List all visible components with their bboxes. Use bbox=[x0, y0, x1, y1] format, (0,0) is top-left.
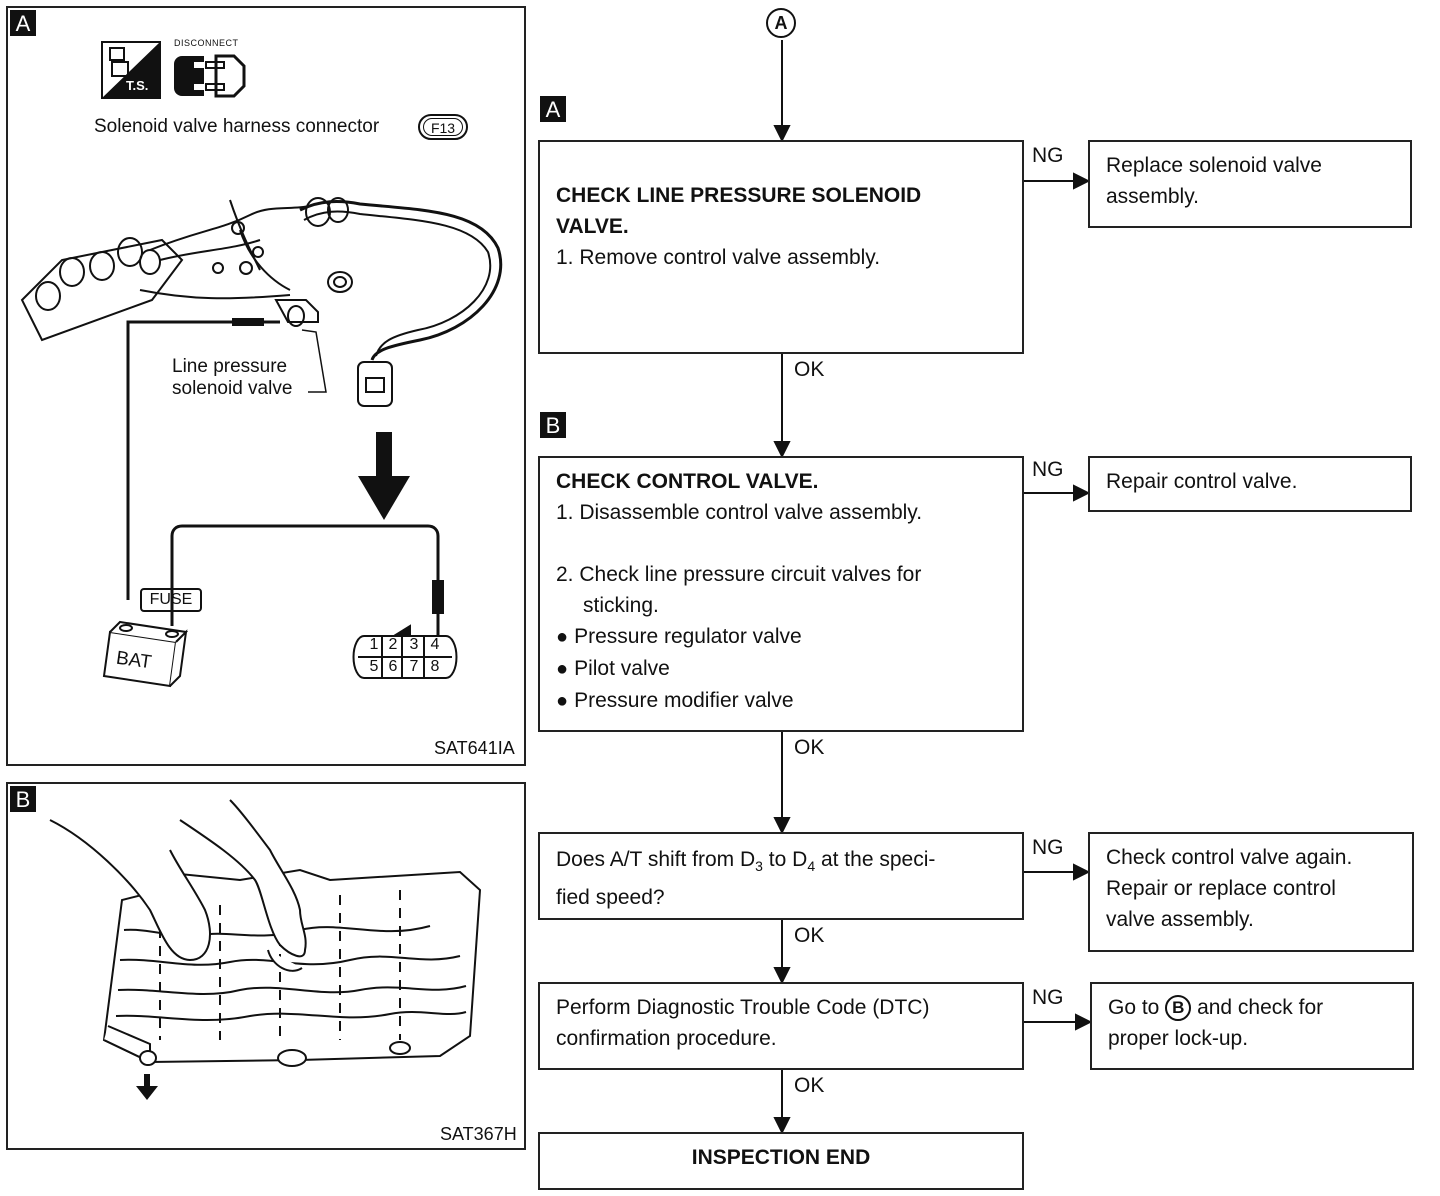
start-connector-circle: A bbox=[766, 8, 796, 38]
step3-sub-b: 4 bbox=[807, 858, 816, 874]
step3-line-2: fied speed? bbox=[556, 886, 665, 909]
ng2-line-1: Repair control valve. bbox=[1106, 470, 1298, 493]
ng3-line-2: Repair or replace control bbox=[1106, 877, 1336, 900]
step4-line-2: confirmation procedure. bbox=[556, 1027, 777, 1050]
ng3-line-1: Check control valve again. bbox=[1106, 846, 1353, 869]
ng-label-3: NG bbox=[1032, 836, 1064, 859]
ok-label-2: OK bbox=[794, 736, 825, 759]
pin-6: 6 bbox=[388, 658, 398, 675]
step-dtc-confirmation: Perform Diagnostic Trouble Code (DTC) co… bbox=[538, 982, 1024, 1070]
step2-item-1: 1. Disassemble control valve assembly. bbox=[556, 501, 923, 524]
ok-label-3: OK bbox=[794, 924, 825, 947]
connector-title: Solenoid valve harness connector bbox=[94, 116, 380, 137]
ng1-line-2: assembly. bbox=[1106, 185, 1199, 208]
step1-item-1: 1. Remove control valve assembly. bbox=[556, 246, 881, 269]
start-connector-label: A bbox=[774, 13, 788, 33]
ng-replace-solenoid-box: Replace solenoid valve assembly. bbox=[1088, 140, 1412, 228]
connector-code-badge: F13 bbox=[418, 114, 468, 140]
step-check-control-valve: CHECK CONTROL VALVE. 1. Disassemble cont… bbox=[538, 456, 1024, 732]
ng4-circle-b: B bbox=[1165, 995, 1192, 1021]
ng4-line-1: Go to B and check for bbox=[1108, 992, 1396, 1023]
step2-bullet-3: Pressure modifier valve bbox=[556, 685, 1006, 717]
panel-a-tag: A bbox=[10, 10, 36, 36]
ng1-line-1: Replace solenoid valve bbox=[1106, 154, 1322, 177]
figure-code-a: SAT641IA bbox=[434, 738, 515, 758]
step2-bullet-2: Pilot valve bbox=[556, 653, 1006, 685]
inspection-end-label: INSPECTION END bbox=[691, 1146, 871, 1169]
step1-title-1: CHECK LINE PRESSURE SOLENOID bbox=[556, 184, 922, 207]
fuse-label: FUSE bbox=[149, 591, 193, 608]
step2-bullet-1: Pressure regulator valve bbox=[556, 621, 1006, 653]
valve-label-line-2: solenoid valve bbox=[172, 378, 293, 399]
ng4-text-b: and check for bbox=[1197, 996, 1324, 1019]
step1-title-2: VALVE. bbox=[556, 215, 629, 238]
ng-label-1: NG bbox=[1032, 144, 1064, 167]
step2-title: CHECK CONTROL VALVE. bbox=[556, 470, 819, 493]
pin-5: 5 bbox=[369, 658, 379, 675]
step-b-tag: B bbox=[540, 412, 566, 438]
disconnect-label: DISCONNECT bbox=[174, 38, 239, 48]
pin-2: 2 bbox=[388, 636, 398, 653]
battery-label: BAT bbox=[114, 647, 153, 674]
ng4-text-a: Go to bbox=[1108, 996, 1160, 1019]
step3-sub-a: 3 bbox=[755, 858, 763, 874]
ng-label-2: NG bbox=[1032, 458, 1064, 481]
ng-repair-control-valve-box: Repair control valve. bbox=[1088, 456, 1412, 512]
figure-panel-b bbox=[6, 782, 526, 1150]
connector-code: F13 bbox=[423, 118, 463, 136]
pin-7: 7 bbox=[409, 658, 419, 675]
ts-label: T.S. bbox=[126, 78, 149, 93]
pin-4: 4 bbox=[430, 636, 440, 653]
step-check-line-pressure-solenoid: CHECK LINE PRESSURE SOLENOID VALVE. 1. R… bbox=[538, 140, 1024, 354]
valve-label-line-1: Line pressure bbox=[172, 356, 288, 377]
pin-3: 3 bbox=[409, 636, 419, 653]
ng-go-to-b-box: Go to B and check for proper lock-up. bbox=[1090, 982, 1414, 1070]
ng3-line-3: valve assembly. bbox=[1106, 908, 1254, 931]
pin-1: 1 bbox=[369, 636, 379, 653]
ng-label-4: NG bbox=[1032, 986, 1064, 1009]
step2-item-2b: sticking. bbox=[583, 594, 659, 617]
ng4-line-2: proper lock-up. bbox=[1108, 1027, 1249, 1050]
step3-text-b: to D bbox=[762, 848, 808, 871]
ok-label-4: OK bbox=[794, 1074, 825, 1097]
step2-item-2a: 2. Check line pressure circuit valves fo… bbox=[556, 563, 922, 586]
step3-line-1: Does A/T shift from D3 to D4 at the spec… bbox=[556, 844, 1006, 882]
ng-check-control-valve-again-box: Check control valve again. Repair or rep… bbox=[1088, 832, 1414, 952]
ok-label-1: OK bbox=[794, 358, 825, 381]
pin-8: 8 bbox=[430, 658, 440, 675]
step-a-tag: A bbox=[540, 96, 566, 122]
panel-b-tag: B bbox=[10, 786, 36, 812]
fuse-box: FUSE bbox=[140, 588, 202, 612]
step-shift-question: Does A/T shift from D3 to D4 at the spec… bbox=[538, 832, 1024, 920]
step3-text-a: Does A/T shift from D bbox=[556, 848, 756, 871]
step4-line-1: Perform Diagnostic Trouble Code (DTC) bbox=[556, 996, 930, 1019]
figure-code-b: SAT367H bbox=[440, 1124, 517, 1144]
step3-text-c: at the speci- bbox=[815, 848, 936, 871]
inspection-end-box: INSPECTION END bbox=[538, 1132, 1024, 1190]
